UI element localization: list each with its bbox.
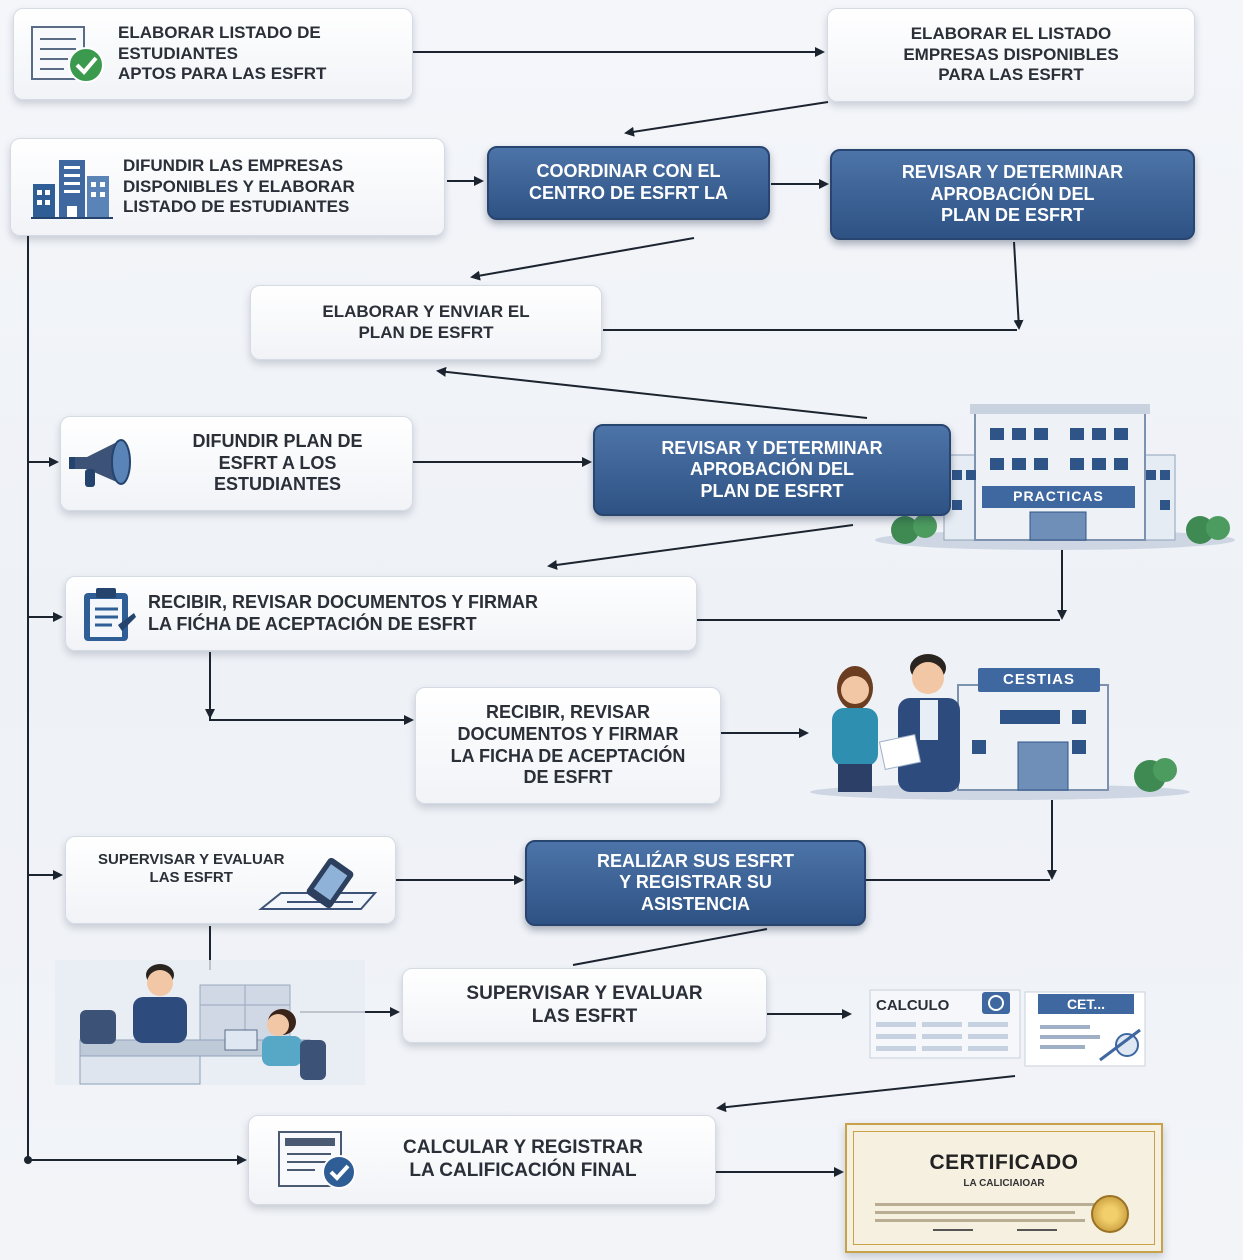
spine-end-dot <box>24 1156 32 1164</box>
step-supervisar-evaluar-1[interactable]: SUPERVISAR Y EVALUAR LAS ESFRT <box>65 836 396 924</box>
step-label: REVISAR Y DETERMINAR APROBACIÓN DEL PLAN… <box>661 437 883 501</box>
step-label: DIFUNDIR LAS EMPRESAS DISPONIBLES Y ELAB… <box>123 156 355 217</box>
certificate-subtitle: LA CALICIAIOAR <box>963 1178 1045 1189</box>
step-difundir-plan[interactable]: DIFUNDIR PLAN DE ESFRT A LOS ESTUDIANTES <box>60 416 413 511</box>
step-supervisar-evaluar-2[interactable]: SUPERVISAR Y EVALUAR LAS ESFRT <box>402 968 767 1043</box>
arrow-s12-s13 <box>572 928 768 966</box>
document-check-icon <box>278 1131 356 1189</box>
step-label: RECIBIR, REVISAR DOCUMENTOS Y FIRMAR LA … <box>450 702 686 788</box>
arrow-s9-s10 <box>209 652 414 725</box>
certificate: CERTIFICADO LA CALICIAIOAR <box>845 1123 1163 1253</box>
arrow-s2-s3 <box>624 101 829 137</box>
step-label: ELABORAR EL LISTADO EMPRESAS DISPONIBLES… <box>903 24 1119 85</box>
step-label: REALIŹAR SUS ESFRT Y REGISTRAR SU ASISTE… <box>596 850 794 914</box>
arrow-s5-down <box>1013 241 1024 330</box>
step-revisar-aprobacion-1[interactable]: REVISAR Y DETERMINAR APROBACIÓN DEL PLAN… <box>830 149 1195 240</box>
clipboard-icon <box>84 587 136 641</box>
office-buildings-icon <box>31 160 113 219</box>
company-people-illustration <box>810 654 1190 800</box>
step-label: ELABORAR Y ENVIAR EL PLAN DE ESFRT <box>322 302 530 342</box>
calc-right-label: CET... <box>1066 996 1106 1012</box>
arrow-building-s9 <box>547 524 854 570</box>
step-label: REVISAR Y DETERMINAR APROBACIÓN DEL PLAN… <box>901 162 1124 226</box>
step-elaborar-listado-estudiantes[interactable]: ELABORAR LISTADO DE ESTUDIANTES APTOS PA… <box>13 8 413 100</box>
certificate-title: CERTIFICADO <box>929 1151 1079 1174</box>
practicas-building-illustration <box>875 404 1235 550</box>
tablet-pen-icon <box>258 857 378 910</box>
practicas-sign: PRACTICAS <box>1013 488 1104 504</box>
arrow-building-s6 <box>436 366 868 419</box>
calculation-documents-illustration <box>869 989 1146 1067</box>
step-revisar-aprobacion-2[interactable]: REVISAR Y DETERMINAR APROBACIÓN DEL PLAN… <box>593 424 951 516</box>
step-label: RECIBIR, REVISAR DOCUMENTOS Y FIRMAR LA … <box>148 591 539 634</box>
step-recibir-revisar-firmar-1[interactable]: RECIBIR, REVISAR DOCUMENTOS Y FIRMAR LA … <box>65 576 697 651</box>
office-people-illustration <box>55 960 365 1085</box>
seal-icon <box>1091 1195 1129 1233</box>
step-label: CALCULAR Y REGISTRAR LA CALIFICACIÓN FIN… <box>403 1137 643 1181</box>
step-elaborar-listado-empresas[interactable]: ELABORAR EL LISTADO EMPRESAS DISPONIBLES… <box>827 8 1195 102</box>
step-realizar-esfrt[interactable]: REALIŹAR SUS ESFRT Y REGISTRAR SU ASISTE… <box>525 840 866 926</box>
arrow-calc-s14 <box>716 1075 1016 1113</box>
calc-label: CALCULO <box>876 997 950 1014</box>
checklist-icon <box>31 26 104 83</box>
step-elaborar-enviar-plan[interactable]: ELABORAR Y ENVIAR EL PLAN DE ESFRT <box>250 285 602 360</box>
step-calcular-registrar[interactable]: CALCULAR Y REGISTRAR LA CALIFICACIÓN FIN… <box>248 1115 716 1205</box>
step-difundir-empresas[interactable]: DIFUNDIR LAS EMPRESAS DISPONIBLES Y ELAB… <box>10 138 445 236</box>
cestias-sign: CESTIAS <box>1002 671 1075 688</box>
step-label: SUPERVISAR Y EVALUAR LAS ESFRT <box>98 851 285 886</box>
step-label: COORDINAR CON EL CENTRO DE ESFRT LA <box>528 161 728 203</box>
step-label: ELABORAR LISTADO DE ESTUDIANTES APTOS PA… <box>118 23 327 84</box>
arrow-s4-s6 <box>470 237 695 281</box>
step-label: DIFUNDIR PLAN DE ESFRT A LOS ESTUDIANTES <box>192 431 363 495</box>
step-label: SUPERVISAR Y EVALUAR LAS ESFRT <box>466 982 703 1027</box>
step-recibir-revisar-firmar-2[interactable]: RECIBIR, REVISAR DOCUMENTOS Y FIRMAR LA … <box>415 687 721 804</box>
step-coordinar-centro[interactable]: COORDINAR CON EL CENTRO DE ESFRT LA <box>487 146 770 220</box>
megaphone-icon <box>69 438 131 487</box>
